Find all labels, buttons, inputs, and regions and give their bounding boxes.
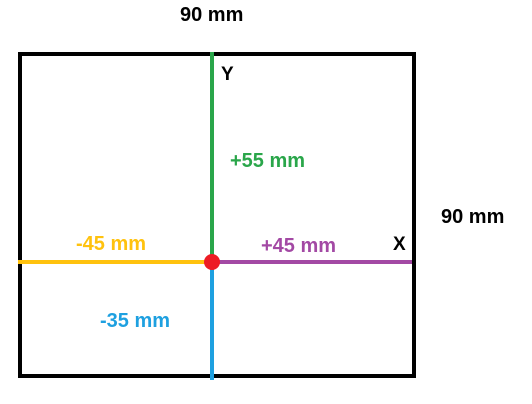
- segment-up-label: +55 mm: [230, 150, 306, 172]
- width-dimension-label: 90 mm: [180, 4, 244, 26]
- segment-right-label: +45 mm: [261, 235, 337, 257]
- segment-left-label: -45 mm: [76, 233, 147, 255]
- outer-frame: [18, 52, 416, 378]
- segment-down-label: -35 mm: [100, 310, 171, 332]
- y-axis-label: Y: [221, 64, 234, 85]
- height-dimension-label: 90 mm: [441, 206, 505, 228]
- origin-point: [204, 254, 220, 270]
- x-axis-label: X: [393, 234, 406, 255]
